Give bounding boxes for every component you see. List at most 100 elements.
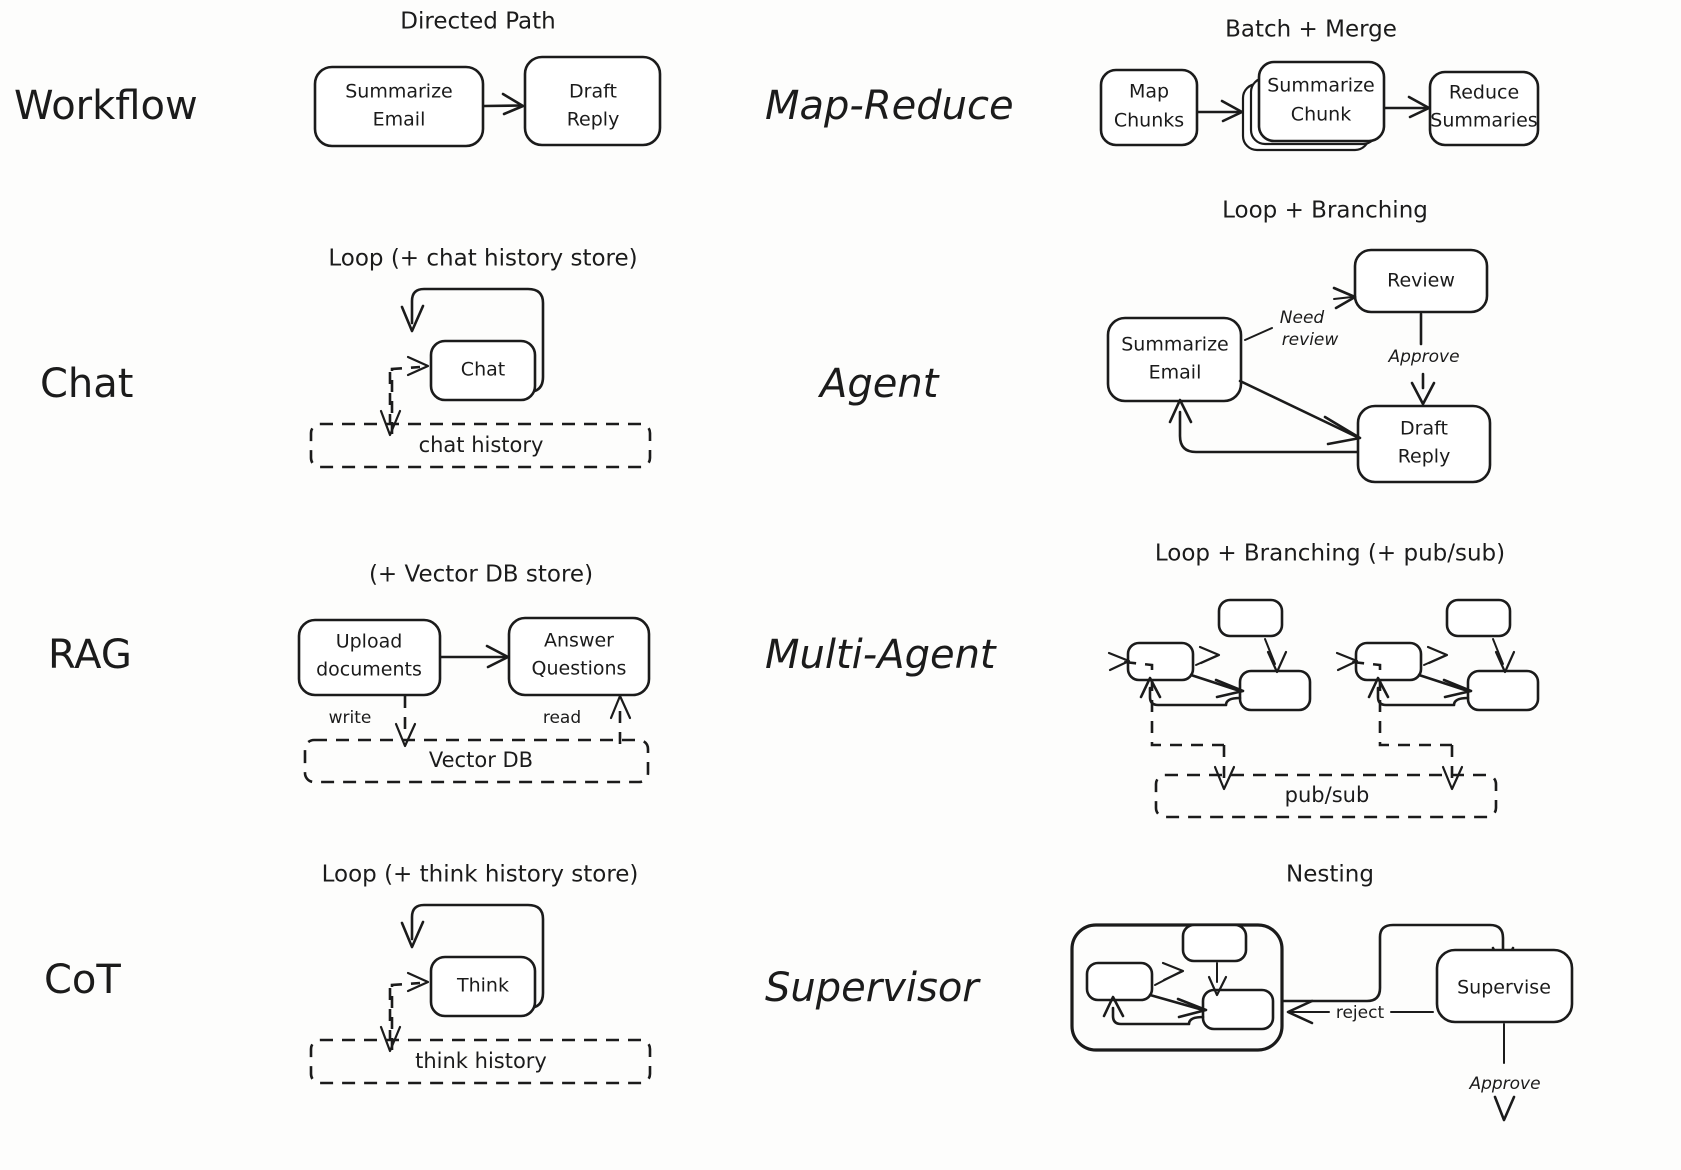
node-summarize-email[interactable] bbox=[313, 65, 485, 148]
arrowhead-supervise-approve bbox=[1493, 1095, 1516, 1122]
arrowhead-think-self-loop bbox=[400, 920, 425, 949]
edge-summarize-to-draft-diagonal bbox=[1238, 379, 1359, 439]
caption-loop-branching: Loop + Branching bbox=[1222, 198, 1428, 224]
edge-label-read: read bbox=[543, 708, 581, 728]
arrowhead-summarize-to-draft bbox=[501, 92, 525, 116]
node-supervise[interactable] bbox=[1435, 948, 1574, 1024]
store-think-history[interactable] bbox=[309, 1038, 652, 1085]
node-map-chunks-line2: Chunks bbox=[1114, 110, 1184, 132]
group-nested-agent[interactable] bbox=[1070, 923, 1284, 1052]
arrowhead-chat-self-loop bbox=[400, 304, 425, 333]
node-cluster-a-sink[interactable] bbox=[1238, 669, 1312, 712]
node-agent-draft-reply[interactable] bbox=[1356, 404, 1492, 484]
node-agent-summarize-email[interactable] bbox=[1106, 316, 1243, 403]
edge-label-approve: Approve bbox=[1387, 347, 1459, 367]
node-draft-reply[interactable] bbox=[523, 55, 662, 147]
node-cluster-b-branch[interactable] bbox=[1445, 598, 1512, 638]
arrowhead-chat-history-to-chat bbox=[406, 355, 430, 377]
node-nested-sink[interactable] bbox=[1201, 988, 1275, 1031]
arrowhead-b-sink-to-entry-loop bbox=[1367, 676, 1390, 699]
edge-summarize-to-review-stub bbox=[1244, 327, 1273, 341]
store-vector-db-label: Vector DB bbox=[429, 748, 533, 772]
arrowhead-vectordb-to-answer bbox=[609, 694, 632, 720]
row-label-rag: RAG bbox=[48, 632, 132, 678]
store-chat-history[interactable] bbox=[309, 422, 652, 469]
store-pubsub[interactable] bbox=[1154, 773, 1498, 819]
node-draft-reply-line2: Reply bbox=[567, 109, 620, 131]
row-map-reduce: Map-Reduce Batch + Merge Map Chunks Summ… bbox=[765, 17, 1540, 152]
arrowhead-b-entry-to-branch bbox=[1426, 645, 1449, 665]
node-map-chunks[interactable] bbox=[1099, 68, 1199, 147]
node-map-chunks-line1: Map bbox=[1129, 81, 1169, 103]
arrowhead-nested-entry-to-branch bbox=[1161, 961, 1185, 982]
node-chat[interactable] bbox=[429, 339, 537, 402]
arrowhead-nested-sink-to-entry-loop bbox=[1102, 995, 1125, 1018]
edge-label-write: write bbox=[329, 708, 372, 728]
node-cluster-a-branch[interactable] bbox=[1217, 598, 1284, 638]
caption-loop-chat: Loop (+ chat history store) bbox=[328, 246, 637, 272]
edge-think-self-loop bbox=[410, 903, 545, 1010]
node-think[interactable] bbox=[429, 955, 537, 1018]
edge-summarize-to-draft bbox=[482, 104, 523, 108]
node-upload-line2: documents bbox=[316, 659, 422, 681]
edge-b-pubsub-in bbox=[1351, 660, 1452, 747]
node-agent-summarize-line1: Summarize bbox=[1121, 334, 1229, 356]
row-agent: Agent Loop + Branching Summarize Email R… bbox=[817, 198, 1492, 484]
arrowhead-draft-to-summarize-loop bbox=[1168, 398, 1193, 424]
arrowhead-supervise-reject bbox=[1286, 999, 1314, 1025]
edge-a-pubsub-in bbox=[1123, 660, 1224, 747]
node-summarize-chunk-line2: Chunk bbox=[1291, 104, 1351, 126]
store-vector-db[interactable] bbox=[303, 738, 650, 784]
edge-label-need-review-line1: Need bbox=[1280, 308, 1325, 328]
arrowhead-summarize-to-review bbox=[1332, 286, 1357, 310]
row-label-workflow: Workflow bbox=[14, 83, 198, 129]
node-chat-label: Chat bbox=[461, 359, 505, 381]
node-cluster-a-entry[interactable] bbox=[1126, 641, 1195, 682]
caption-nesting: Nesting bbox=[1286, 862, 1374, 888]
arrowhead-nested-branch-to-sink bbox=[1207, 975, 1228, 997]
store-pubsub-label: pub/sub bbox=[1285, 783, 1370, 807]
node-reduce-summaries-line1: Reduce bbox=[1449, 82, 1519, 104]
edge-label-reject: reject bbox=[1336, 1003, 1385, 1023]
row-label-chat: Chat bbox=[40, 361, 133, 407]
edge-summarize-to-review bbox=[1333, 296, 1353, 300]
row-chat: Chat Loop (+ chat history store) Chat ch… bbox=[40, 246, 652, 469]
node-cluster-b-sink[interactable] bbox=[1466, 669, 1540, 712]
arrowhead-a-pubsub-in bbox=[1107, 651, 1131, 672]
arrowhead-b-pubsub-in bbox=[1335, 651, 1359, 672]
arrowhead-think-to-think-history bbox=[379, 1025, 402, 1053]
edge-b-sink-to-entry-loop bbox=[1376, 686, 1470, 707]
edge-think-history-to-think bbox=[390, 981, 421, 1050]
arrowhead-chat-to-chat-history bbox=[379, 409, 402, 437]
node-nested-entry[interactable] bbox=[1085, 961, 1154, 1002]
node-draft-reply-line1: Draft bbox=[569, 81, 617, 103]
row-label-agent: Agent bbox=[817, 361, 940, 407]
edge-nested-entry-to-sink bbox=[1148, 993, 1205, 1012]
row-label-map-reduce: Map-Reduce bbox=[765, 83, 1014, 129]
caption-directed-path: Directed Path bbox=[400, 9, 555, 35]
edge-label-supervise-approve: Approve bbox=[1468, 1074, 1540, 1094]
node-answer-line1: Answer bbox=[544, 630, 614, 652]
node-agent-summarize-line2: Email bbox=[1149, 362, 1202, 384]
node-cluster-b-entry[interactable] bbox=[1354, 641, 1423, 682]
node-think-label: Think bbox=[456, 975, 509, 997]
store-think-history-label: think history bbox=[415, 1049, 547, 1073]
row-label-supervisor: Supervisor bbox=[765, 965, 981, 1011]
arrowhead-a-entry-to-branch bbox=[1198, 645, 1221, 665]
node-agent-draft-line1: Draft bbox=[1400, 418, 1448, 440]
edge-chat-self-loop bbox=[410, 287, 545, 394]
edge-draft-to-summarize-loop bbox=[1178, 410, 1359, 454]
arrowhead-summarize-to-reduce bbox=[1407, 95, 1431, 119]
multi-agent-cluster-a bbox=[1107, 598, 1312, 791]
node-summarize-chunk[interactable] bbox=[1257, 60, 1386, 143]
caption-batch-merge: Batch + Merge bbox=[1225, 17, 1397, 43]
node-nested-branch[interactable] bbox=[1181, 923, 1248, 963]
arrowhead-nested-entry-to-sink bbox=[1176, 997, 1208, 1019]
arrowhead-a-branch-to-sink bbox=[1266, 650, 1288, 674]
arrowhead-b-branch-to-sink bbox=[1494, 650, 1516, 674]
edge-chat-history-to-chat bbox=[390, 365, 421, 434]
row-supervisor: Supervisor Nesting Supervise reject Appr… bbox=[765, 862, 1574, 1122]
node-agent-draft-line2: Reply bbox=[1398, 446, 1451, 468]
node-review[interactable] bbox=[1353, 248, 1489, 314]
